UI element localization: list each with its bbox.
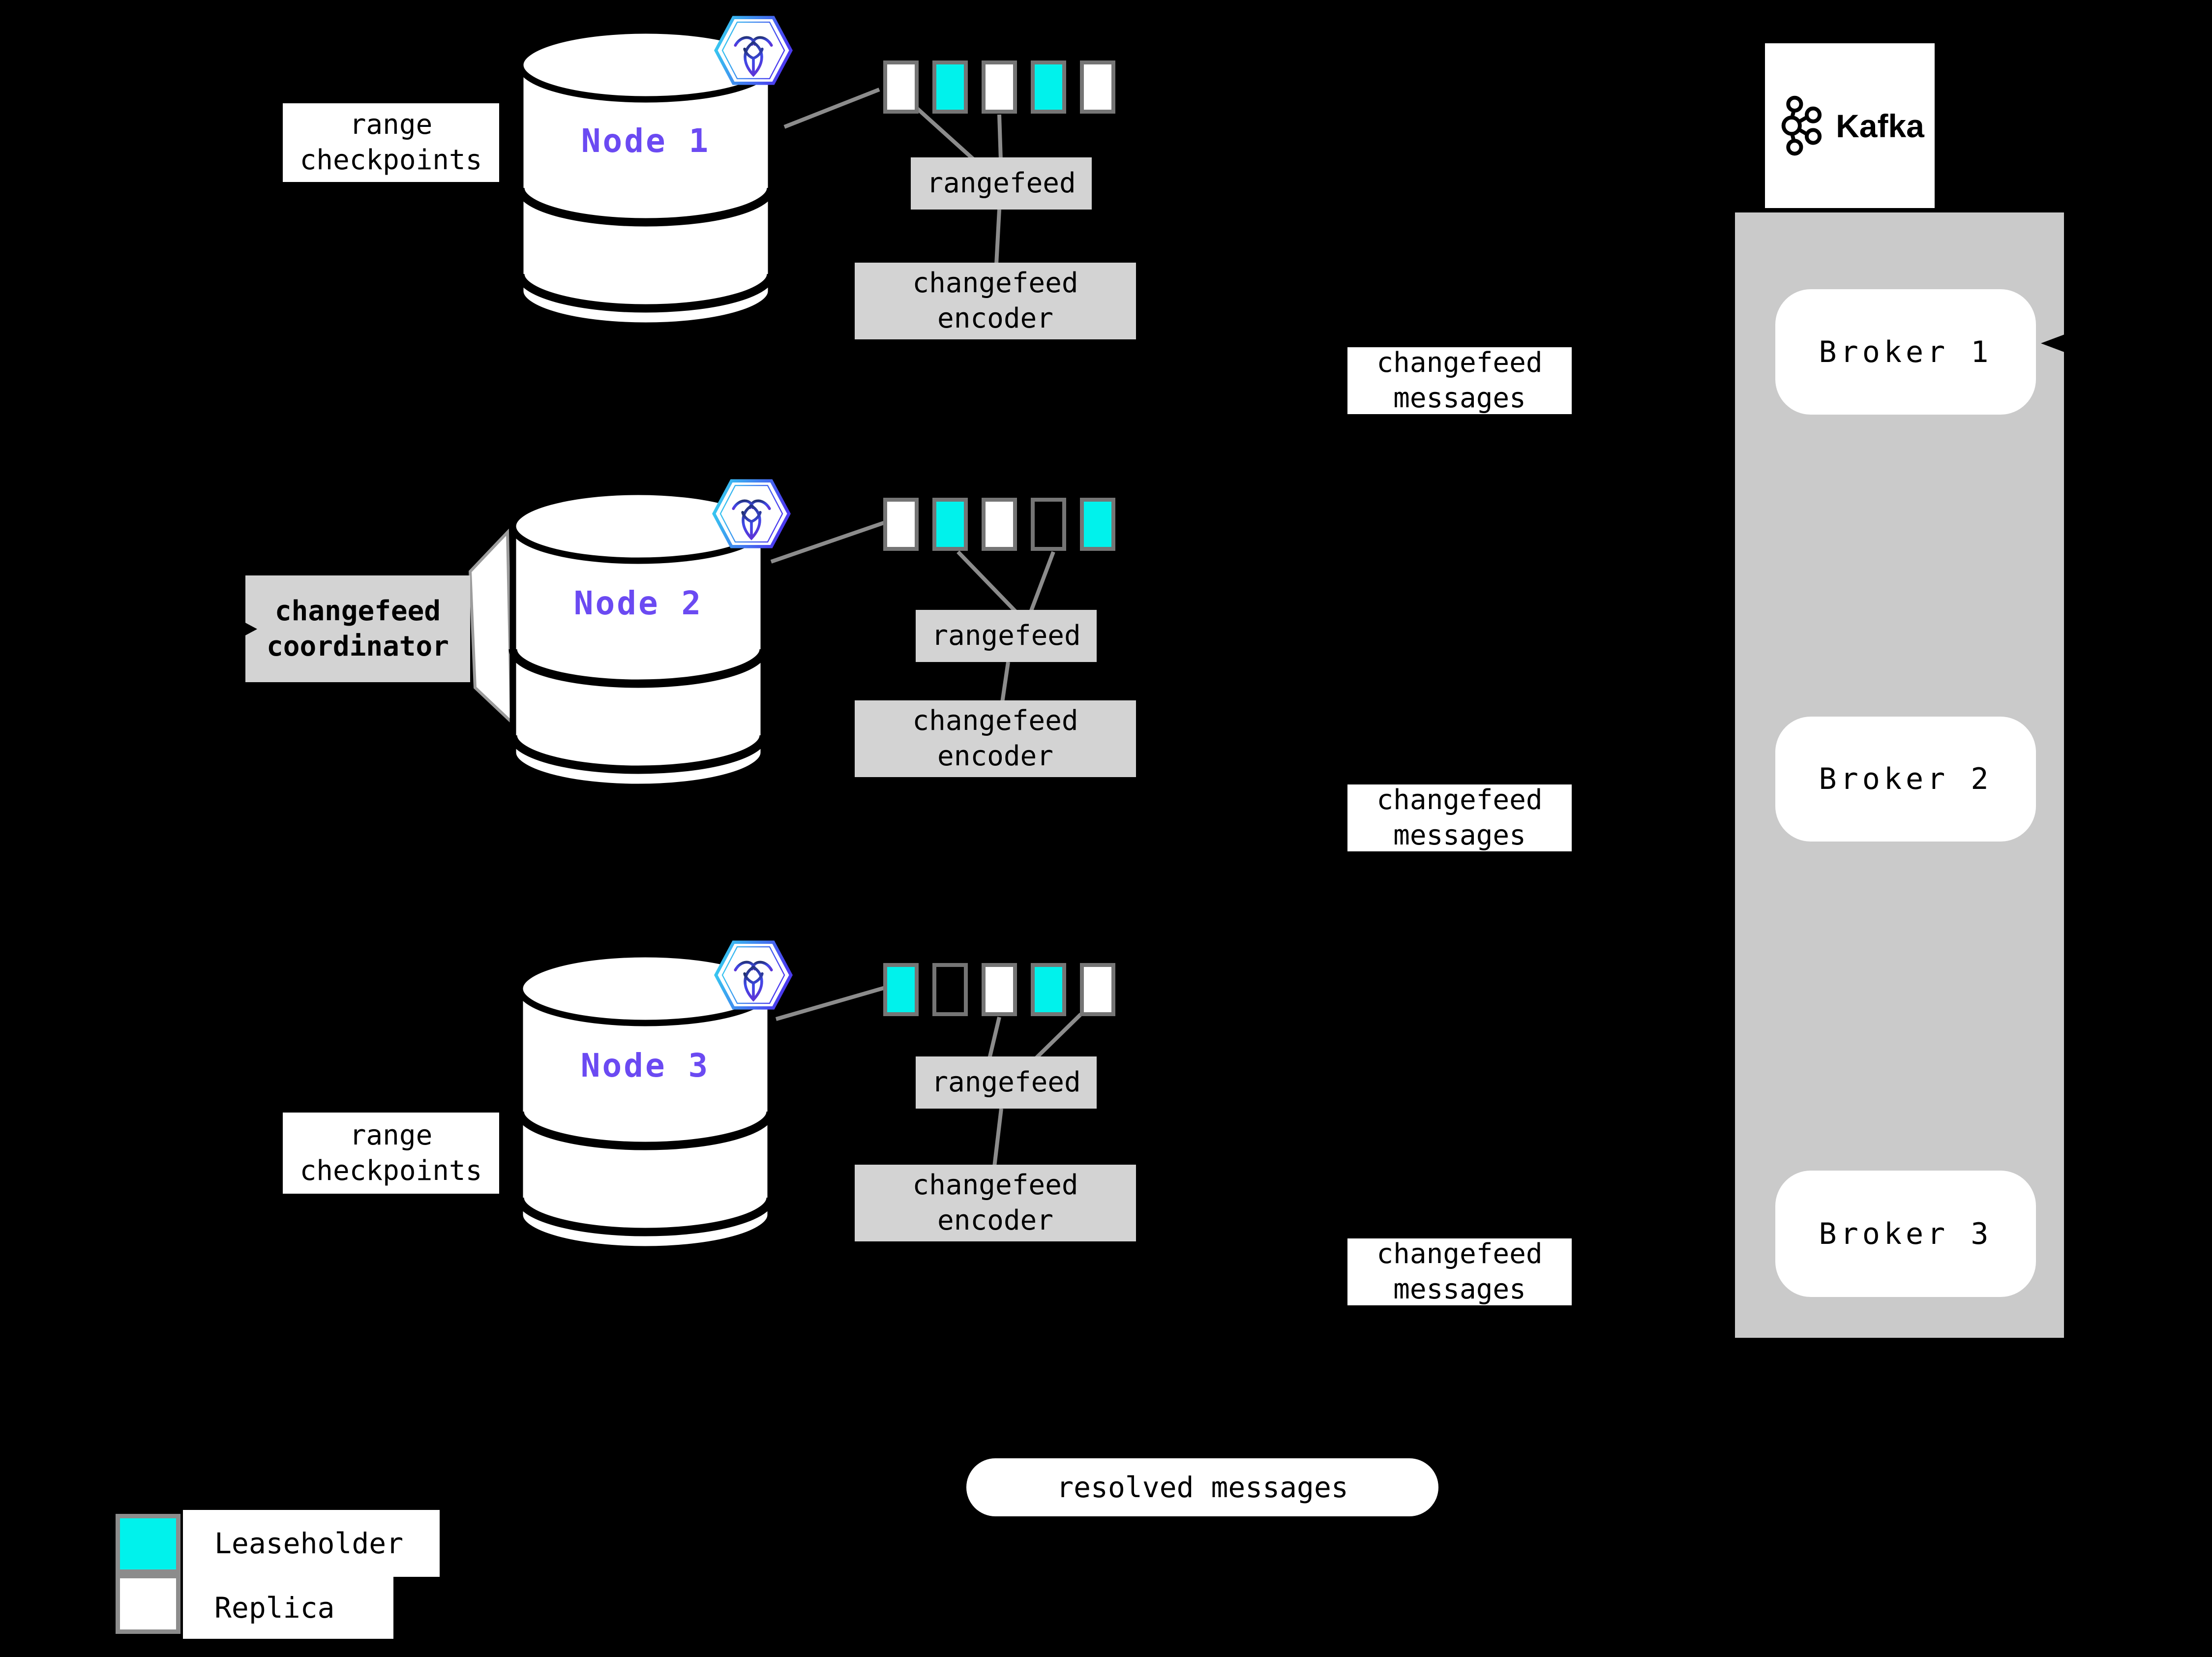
legend-replica-label: Replica — [183, 1577, 393, 1639]
rangefeed-box-node1: rangefeed — [911, 157, 1092, 210]
broker-3-box: Broker 3 — [1775, 1171, 2036, 1297]
node2-label: Node 2 — [573, 584, 703, 622]
kafka-logo-text: Kafka — [1836, 107, 1924, 144]
changefeed-messages-label-node3: changefeed messages — [1347, 1238, 1572, 1305]
broker-2-box: Broker 2 — [1775, 717, 2036, 842]
range-square — [932, 498, 968, 551]
range-square — [1031, 498, 1066, 551]
range-square — [1080, 60, 1115, 114]
range-square — [1080, 498, 1115, 551]
range-checkpoints-label-node1: range checkpoints — [283, 103, 499, 182]
legend-leaseholder-swatch — [116, 1514, 180, 1574]
range-square — [1080, 963, 1115, 1016]
range-square — [982, 963, 1017, 1016]
changefeed-messages-label-node2: changefeed messages — [1347, 784, 1572, 851]
range-square — [932, 60, 968, 114]
arrowhead-into-coordinator — [242, 621, 257, 637]
changefeed-encoder-box-node2: changefeed encoder — [855, 700, 1136, 777]
node1-label: Node 1 — [581, 122, 711, 160]
changefeed-encoder-box-node1: changefeed encoder — [855, 263, 1136, 339]
range-square — [1031, 60, 1066, 114]
replica-row-node2 — [883, 498, 1115, 551]
node3-label: Node 3 — [580, 1047, 710, 1085]
cockroachdb-hexagon-icon — [712, 479, 791, 548]
kafka-logo-icon — [1781, 95, 1822, 156]
database-cylinder-node1 — [516, 27, 776, 329]
arrowhead-into-broker1 — [2041, 334, 2064, 352]
rangefeed-box-node3: rangefeed — [916, 1056, 1097, 1109]
changefeed-coordinator-label: changefeed coordinator — [245, 575, 470, 682]
database-cylinder-node2 — [508, 488, 768, 790]
cockroachdb-hexagon-icon — [714, 16, 793, 85]
range-square — [982, 60, 1017, 114]
range-checkpoints-label-node3: range checkpoints — [283, 1113, 499, 1194]
changefeed-encoder-box-node3: changefeed encoder — [855, 1165, 1136, 1241]
rangefeed-box-node2: rangefeed — [916, 610, 1097, 662]
legend-leaseholder-label: Leaseholder — [183, 1510, 440, 1577]
range-square — [1031, 963, 1066, 1016]
broker-1-box: Broker 1 — [1775, 289, 2036, 415]
replica-row-node1 — [883, 60, 1115, 114]
changefeed-messages-label-node1: changefeed messages — [1347, 347, 1572, 414]
range-square — [883, 498, 919, 551]
range-square — [982, 498, 1017, 551]
resolved-messages-pill: resolved messages — [966, 1458, 1438, 1516]
range-square — [932, 963, 968, 1016]
range-square — [883, 963, 919, 1016]
cockroachdb-hexagon-icon — [714, 940, 793, 1010]
replica-row-node3 — [883, 963, 1115, 1016]
legend-replica-swatch — [116, 1574, 180, 1634]
range-square — [883, 60, 919, 114]
kafka-logo-box: Kafka — [1765, 43, 1935, 208]
